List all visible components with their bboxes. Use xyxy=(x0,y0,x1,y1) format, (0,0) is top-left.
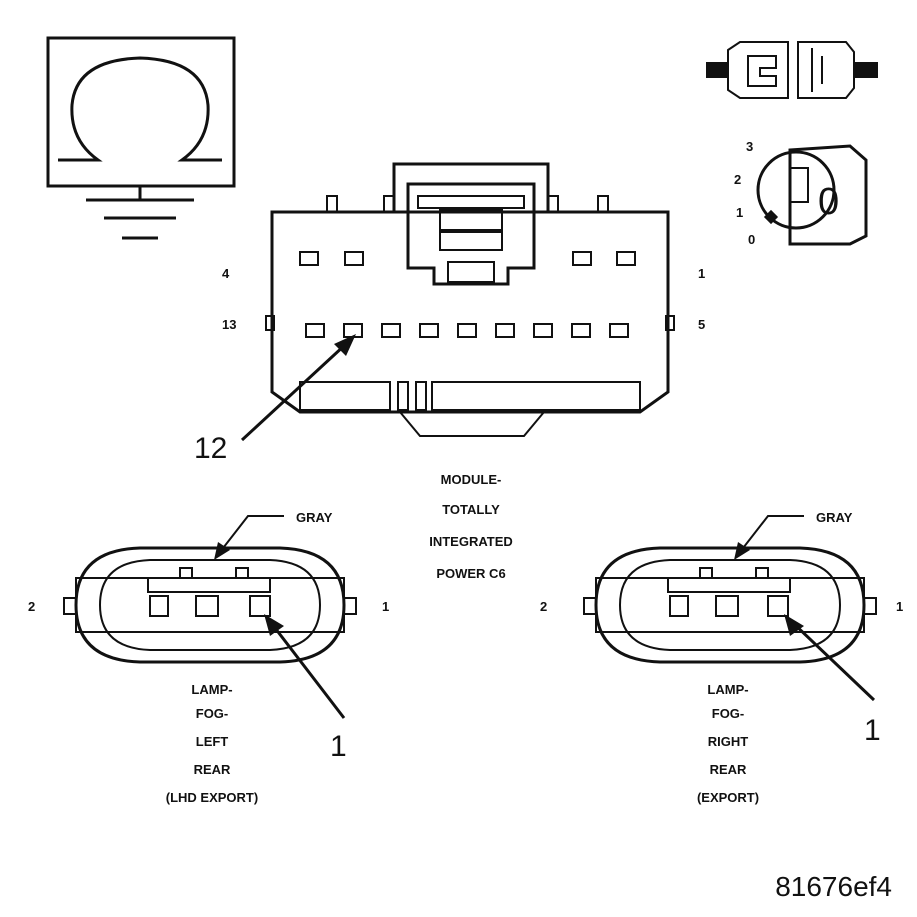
module-cavity xyxy=(609,323,629,338)
module-cavity xyxy=(571,323,591,338)
module-cavity xyxy=(343,323,363,338)
module-callout-arrow xyxy=(240,334,356,442)
ignition-key-label: 0 xyxy=(818,181,839,223)
module-pin-bottom-left: 13 xyxy=(222,317,236,332)
module-callout-label: 12 xyxy=(194,432,227,465)
module-cavity xyxy=(457,323,477,338)
ignition-position-1: 1 xyxy=(736,205,743,220)
module-cavity xyxy=(495,323,515,338)
left-connector-name-line-3: LEFT xyxy=(196,734,229,749)
module-name-line-1: MODULE- xyxy=(441,472,502,487)
right-connector-name-line-1: LAMP- xyxy=(707,682,748,697)
right-connector-name-line-4: REAR xyxy=(710,762,747,777)
ignition-key-icon: 3 2 1 0 0 xyxy=(734,139,868,247)
module-name-line-2: TOTALLY xyxy=(442,502,500,517)
module-pin-bottom-right: 5 xyxy=(698,317,705,332)
left-connector-name-line-5: (LHD EXPORT) xyxy=(166,790,258,805)
module-cavity xyxy=(533,323,553,338)
ignition-position-2: 2 xyxy=(734,172,741,187)
module-pin-top-left: 4 xyxy=(222,266,230,281)
left-connector-pin-right: 1 xyxy=(382,599,389,614)
module-connector xyxy=(265,162,675,437)
right-connector-pin-left: 2 xyxy=(540,599,547,614)
connector-plug-icon xyxy=(706,41,878,99)
module-pin-top-right: 1 xyxy=(698,266,705,281)
module-name-line-3: INTEGRATED xyxy=(429,534,513,549)
ohm-ground-icon xyxy=(46,36,236,240)
ignition-position-3: 3 xyxy=(746,139,753,154)
right-connector-name-line-3: RIGHT xyxy=(708,734,749,749)
figure-id: 81676ef4 xyxy=(775,871,892,902)
right-connector-callout: 1 xyxy=(864,714,881,747)
module-cavity xyxy=(305,323,325,338)
right-connector-pin-right: 1 xyxy=(896,599,903,614)
right-connector-name-line-5: (EXPORT) xyxy=(697,790,759,805)
right-connector-color: GRAY xyxy=(816,510,853,525)
module-cavity xyxy=(381,323,401,338)
ignition-position-0: 0 xyxy=(748,232,755,247)
left-connector-color: GRAY xyxy=(296,510,333,525)
left-connector-name-line-1: LAMP- xyxy=(191,682,232,697)
left-connector xyxy=(63,515,357,719)
right-connector-name-line-2: FOG- xyxy=(712,706,745,721)
left-connector-callout: 1 xyxy=(330,730,347,763)
right-connector xyxy=(583,515,877,702)
left-connector-name-line-4: REAR xyxy=(194,762,231,777)
left-connector-pin-left: 2 xyxy=(28,599,35,614)
module-name-line-4: POWER C6 xyxy=(436,566,505,581)
module-cavity xyxy=(419,323,439,338)
left-connector-name-line-2: FOG- xyxy=(196,706,229,721)
